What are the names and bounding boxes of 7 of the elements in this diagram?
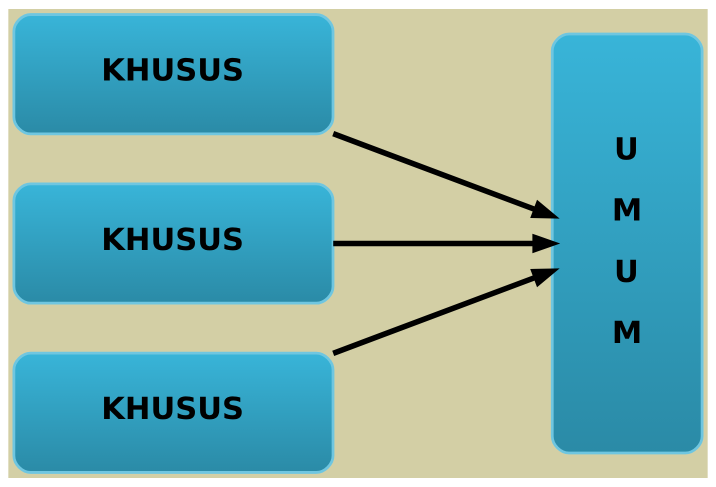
arrow [332, 268, 560, 356]
node-box: UMUM [550, 32, 704, 454]
arrow [333, 234, 560, 254]
arrow [332, 131, 560, 219]
node-box: KHUSUS [12, 182, 334, 305]
node-box: KHUSUS [12, 352, 334, 474]
node-box: KHUSUS [12, 13, 334, 136]
